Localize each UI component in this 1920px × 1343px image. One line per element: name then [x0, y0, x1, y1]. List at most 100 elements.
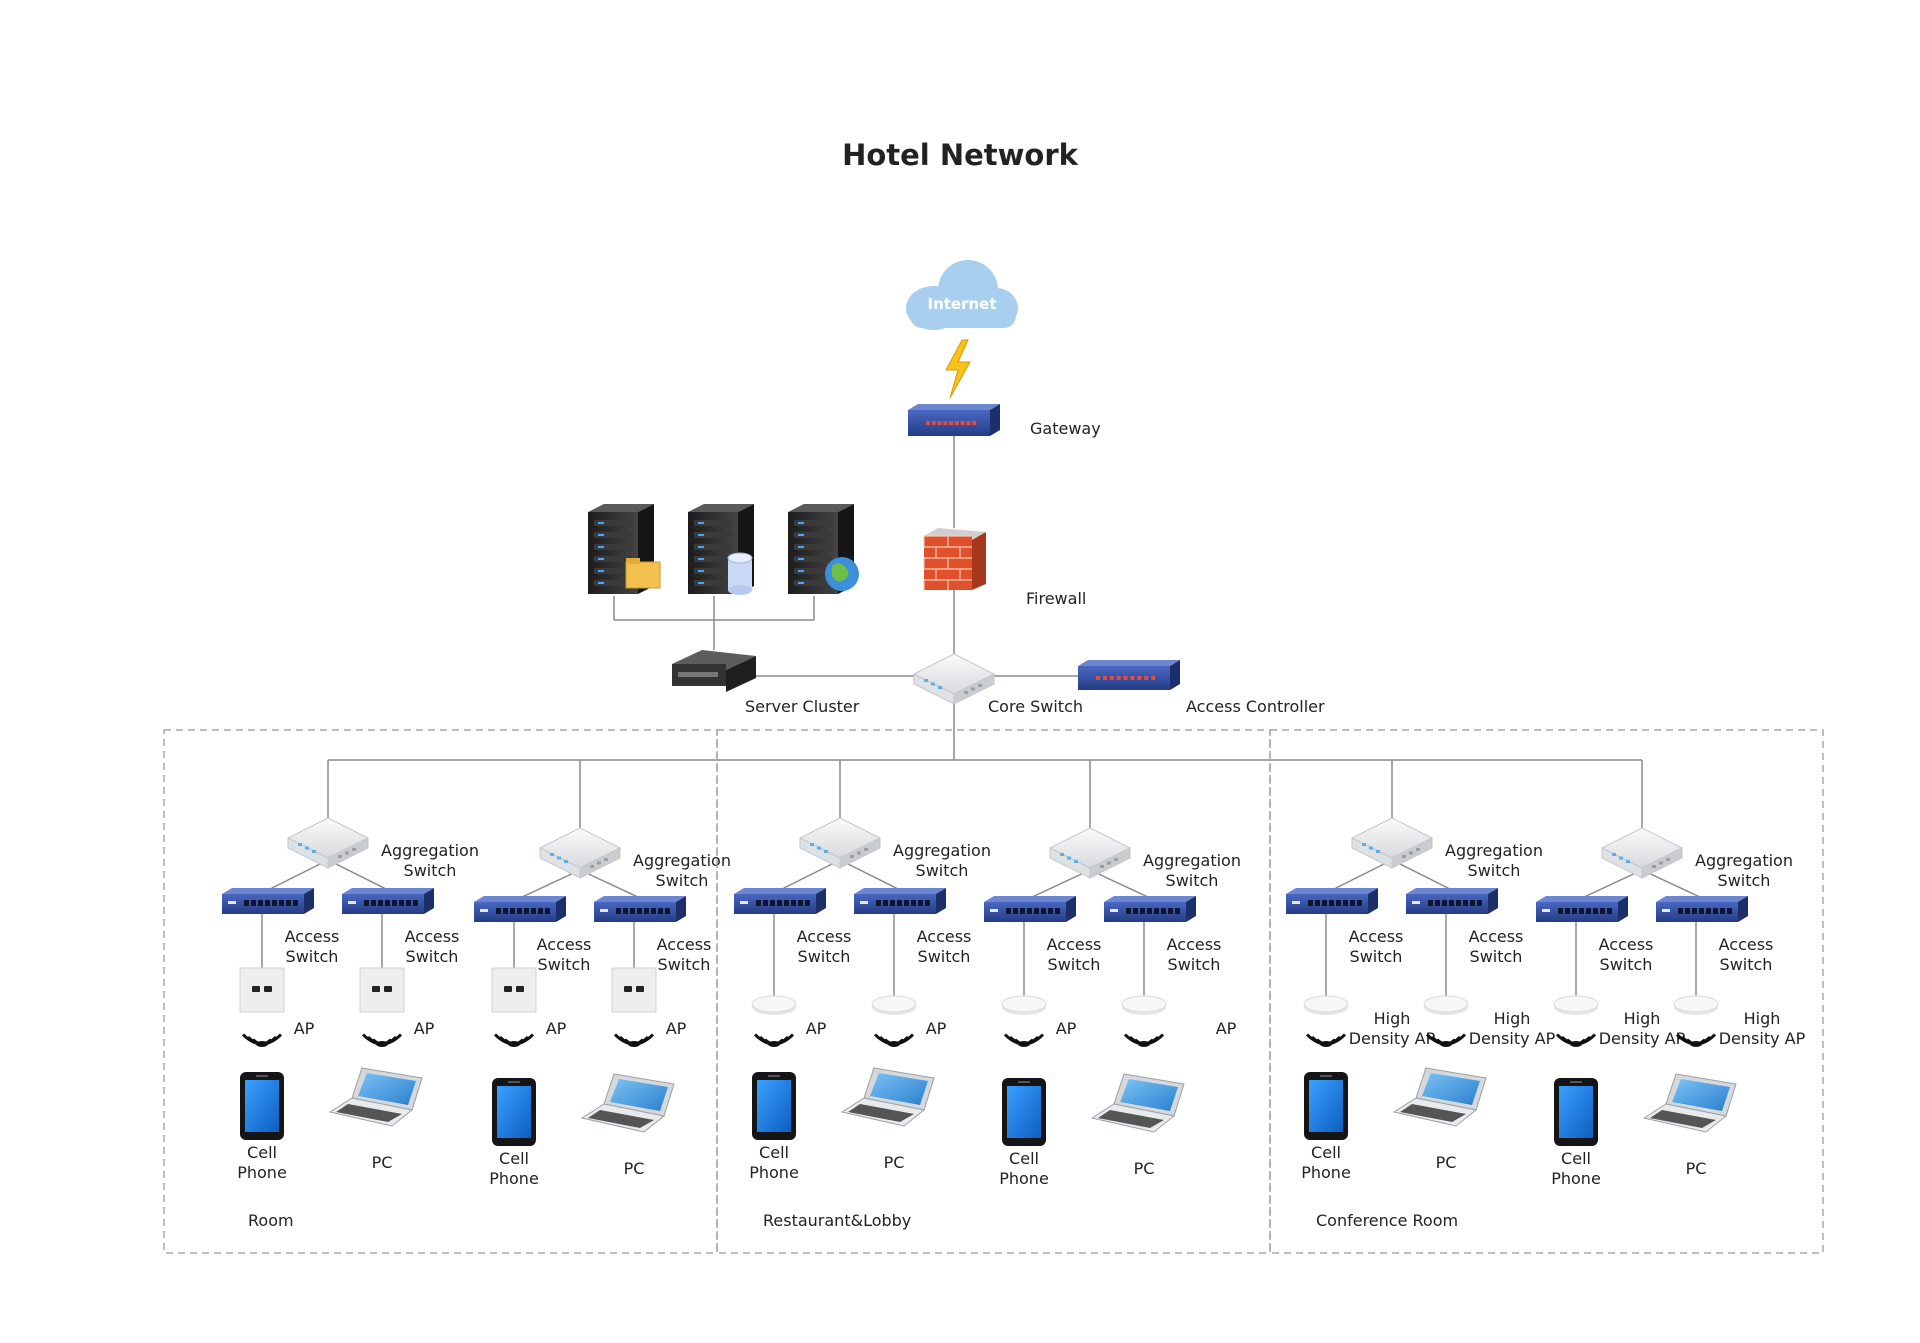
aggregation-switch-icon[interactable] — [1350, 817, 1434, 869]
aggregation-switch-icon[interactable] — [538, 827, 622, 879]
laptop-icon[interactable] — [1642, 1073, 1737, 1133]
gateway-icon[interactable] — [908, 404, 1000, 436]
wifi-icon — [241, 1033, 283, 1047]
server-cluster-icon[interactable] — [672, 650, 756, 692]
firewall-icon[interactable] — [923, 528, 986, 591]
agg-access-line — [1581, 869, 1643, 899]
lightning-icon — [945, 339, 971, 399]
access-switch-icon[interactable] — [594, 896, 686, 922]
wall-ap-icon[interactable] — [359, 967, 405, 1013]
laptop-icon[interactable] — [580, 1073, 675, 1133]
laptop-icon[interactable] — [840, 1067, 935, 1127]
ap-label: AP — [1056, 1019, 1077, 1038]
wifi-icon — [1425, 1033, 1467, 1047]
device-label: PC — [1686, 1159, 1707, 1178]
laptop-icon[interactable] — [328, 1067, 423, 1127]
access-switch-icon[interactable] — [854, 888, 946, 914]
aggregation-switch-icon[interactable] — [798, 817, 882, 869]
wall-ap-icon[interactable] — [491, 967, 537, 1013]
agg-access-line — [327, 859, 389, 891]
ceiling-ap-icon[interactable] — [871, 995, 917, 1015]
agg-access-line — [1089, 869, 1151, 899]
ceiling-ap-icon[interactable] — [1303, 995, 1349, 1015]
agg-access-line — [1029, 869, 1091, 899]
agg-access-line — [267, 859, 329, 891]
access-switch-icon[interactable] — [1286, 888, 1378, 914]
laptop-icon[interactable] — [1090, 1073, 1185, 1133]
server-icon[interactable] — [788, 504, 859, 594]
aggregation-switch-icon[interactable] — [1048, 827, 1132, 879]
access-switch-icon[interactable] — [1406, 888, 1498, 914]
device-label: PC — [884, 1153, 905, 1172]
ceiling-ap-icon[interactable] — [1423, 995, 1469, 1015]
ap-label: AP — [806, 1019, 827, 1038]
zone-label: Room — [248, 1211, 294, 1230]
access-switch-icon[interactable] — [342, 888, 434, 914]
access-switch-icon[interactable] — [1104, 896, 1196, 922]
core-switch-label: Core Switch — [988, 697, 1083, 716]
wifi-icon — [1555, 1033, 1597, 1047]
cell-phone-icon[interactable] — [492, 1078, 536, 1146]
cell-phone-icon[interactable] — [752, 1072, 796, 1140]
ceiling-ap-icon[interactable] — [1673, 995, 1719, 1015]
wall-ap-icon[interactable] — [611, 967, 657, 1013]
ceiling-ap-icon[interactable] — [1553, 995, 1599, 1015]
cell-phone-icon[interactable] — [1304, 1072, 1348, 1140]
zone-border — [1269, 729, 1824, 1254]
wifi-icon — [613, 1033, 655, 1047]
ceiling-ap-icon[interactable] — [1001, 995, 1047, 1015]
core-switch-icon[interactable] — [912, 653, 996, 705]
device-label: PC — [1436, 1153, 1457, 1172]
wifi-icon — [1675, 1033, 1717, 1047]
page-title: Hotel Network — [842, 138, 1078, 172]
access-controller-icon[interactable] — [1078, 660, 1180, 690]
ceiling-ap-icon[interactable] — [751, 995, 797, 1015]
access-switch-icon[interactable] — [1536, 896, 1628, 922]
firewall-label: Firewall — [1026, 589, 1086, 608]
laptop-icon[interactable] — [1392, 1067, 1487, 1127]
device-label: PC — [372, 1153, 393, 1172]
zone-border — [716, 729, 1271, 1254]
cell-phone-icon[interactable] — [1554, 1078, 1598, 1146]
access-switch-icon[interactable] — [734, 888, 826, 914]
wifi-icon — [1003, 1033, 1045, 1047]
wifi-icon — [873, 1033, 915, 1047]
wall-ap-icon[interactable] — [239, 967, 285, 1013]
server-cluster-label: Server Cluster — [745, 697, 860, 716]
device-label: PC — [624, 1159, 645, 1178]
cloud-icon[interactable]: Internet — [906, 260, 1018, 330]
aggregation-switch-icon[interactable] — [1600, 827, 1684, 879]
device-label: PC — [1134, 1159, 1155, 1178]
access-controller-label: Access Controller — [1186, 697, 1325, 716]
cell-phone-icon[interactable] — [1002, 1078, 1046, 1146]
access-switch-icon[interactable] — [222, 888, 314, 914]
server-icon[interactable] — [588, 504, 661, 594]
ap-label: AP — [926, 1019, 947, 1038]
server-icon[interactable] — [688, 504, 754, 595]
aggregation-switch-icon[interactable] — [286, 817, 370, 869]
ap-label: AP — [414, 1019, 435, 1038]
access-switch-icon[interactable] — [474, 896, 566, 922]
cell-phone-icon[interactable] — [240, 1072, 284, 1140]
access-switch-icon[interactable] — [1656, 896, 1748, 922]
access-switch-icon[interactable] — [984, 896, 1076, 922]
ceiling-ap-icon[interactable] — [1121, 995, 1167, 1015]
zone-label: Conference Room — [1316, 1211, 1458, 1230]
